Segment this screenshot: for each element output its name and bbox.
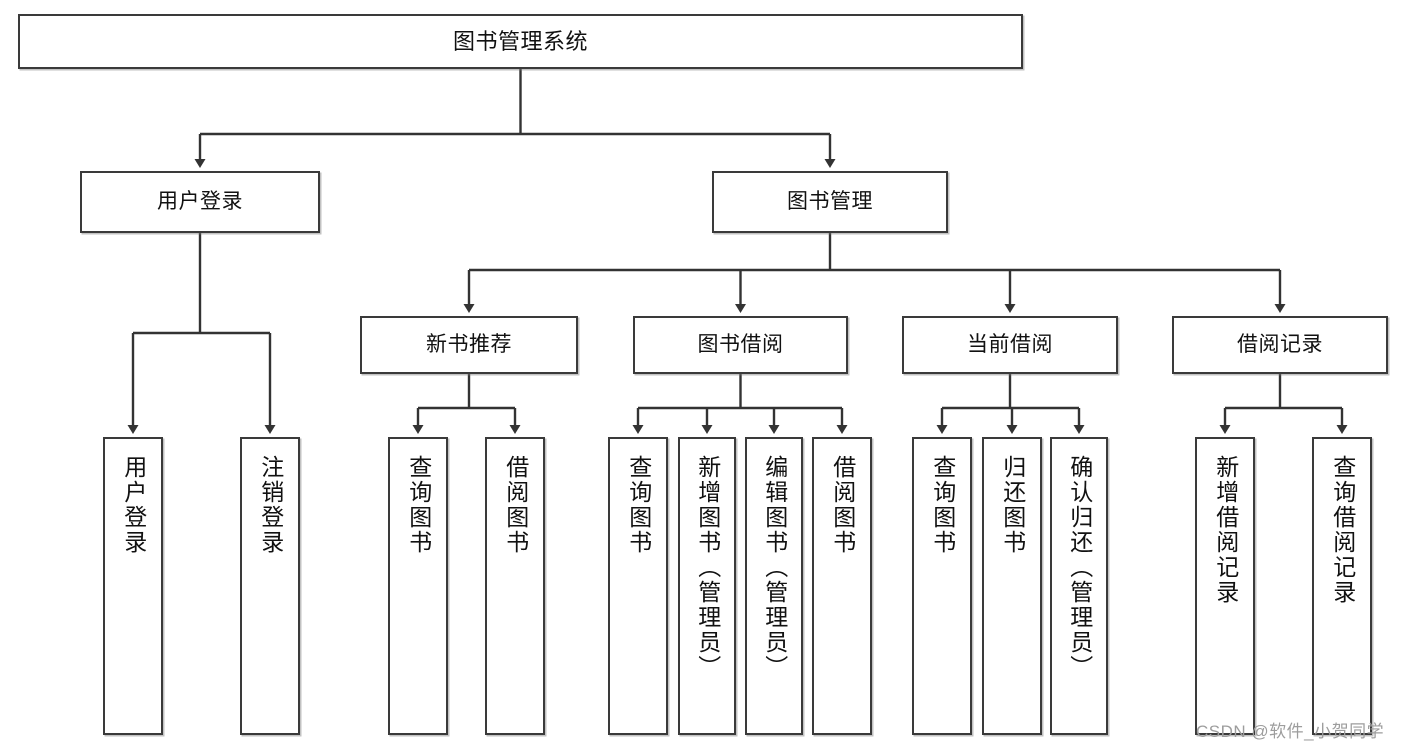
node-label-book-borrow: 图书借阅 — [697, 332, 784, 356]
node-label-leaf-return-book: 归还图书 — [999, 455, 1026, 555]
node-current-borrow[interactable]: 当前借阅 — [902, 316, 1118, 374]
node-new-book-rec[interactable]: 新书推荐 — [360, 316, 578, 374]
node-label-user-login: 用户登录 — [157, 189, 243, 213]
node-label-book-manage: 图书管理 — [787, 189, 873, 213]
node-label-root: 图书管理系统 — [452, 28, 588, 54]
node-leaf-return-book[interactable]: 归还图书 — [982, 437, 1042, 735]
node-leaf-query-record[interactable]: 查询借阅记录 — [1312, 437, 1372, 735]
node-book-borrow[interactable]: 图书借阅 — [633, 316, 848, 374]
node-user-login[interactable]: 用户登录 — [80, 171, 320, 233]
node-label-leaf-add-record: 新增借阅记录 — [1212, 455, 1239, 605]
node-label-leaf-edit-book: 编辑图书（管理员） — [761, 455, 788, 680]
node-leaf-query-book-2[interactable]: 查询图书 — [608, 437, 668, 735]
node-label-leaf-user-login: 用户登录 — [120, 455, 147, 555]
node-label-current-borrow: 当前借阅 — [967, 332, 1053, 356]
node-leaf-confirm-return[interactable]: 确认归还（管理员） — [1050, 437, 1108, 735]
node-label-leaf-query-record: 查询借阅记录 — [1329, 455, 1356, 605]
node-root[interactable]: 图书管理系统 — [18, 14, 1023, 69]
node-leaf-query-book-3[interactable]: 查询图书 — [912, 437, 972, 735]
node-label-leaf-add-book: 新增图书（管理员） — [694, 455, 721, 680]
node-label-leaf-confirm-return: 确认归还（管理员） — [1066, 455, 1093, 680]
node-leaf-borrow-book-2[interactable]: 借阅图书 — [812, 437, 872, 735]
node-leaf-query-book-1[interactable]: 查询图书 — [388, 437, 448, 735]
node-label-leaf-borrow-book-2: 借阅图书 — [829, 455, 856, 555]
node-label-borrow-record: 借阅记录 — [1237, 332, 1323, 356]
node-leaf-user-login[interactable]: 用户登录 — [103, 437, 163, 735]
node-label-leaf-query-book-2: 查询图书 — [625, 455, 652, 555]
node-label-leaf-user-logout: 注销登录 — [257, 455, 284, 555]
node-label-leaf-query-book-1: 查询图书 — [405, 455, 432, 555]
node-leaf-borrow-book-1[interactable]: 借阅图书 — [485, 437, 545, 735]
node-label-new-book-rec: 新书推荐 — [426, 332, 512, 356]
node-borrow-record[interactable]: 借阅记录 — [1172, 316, 1388, 374]
watermark-text: CSDN @软件_小贺同学 — [1196, 722, 1385, 741]
node-leaf-add-book[interactable]: 新增图书（管理员） — [678, 437, 736, 735]
node-leaf-add-record[interactable]: 新增借阅记录 — [1195, 437, 1255, 735]
node-label-leaf-borrow-book-1: 借阅图书 — [502, 455, 529, 555]
node-book-manage[interactable]: 图书管理 — [712, 171, 948, 233]
node-leaf-user-logout[interactable]: 注销登录 — [240, 437, 300, 735]
node-leaf-edit-book[interactable]: 编辑图书（管理员） — [745, 437, 803, 735]
node-label-leaf-query-book-3: 查询图书 — [929, 455, 956, 555]
